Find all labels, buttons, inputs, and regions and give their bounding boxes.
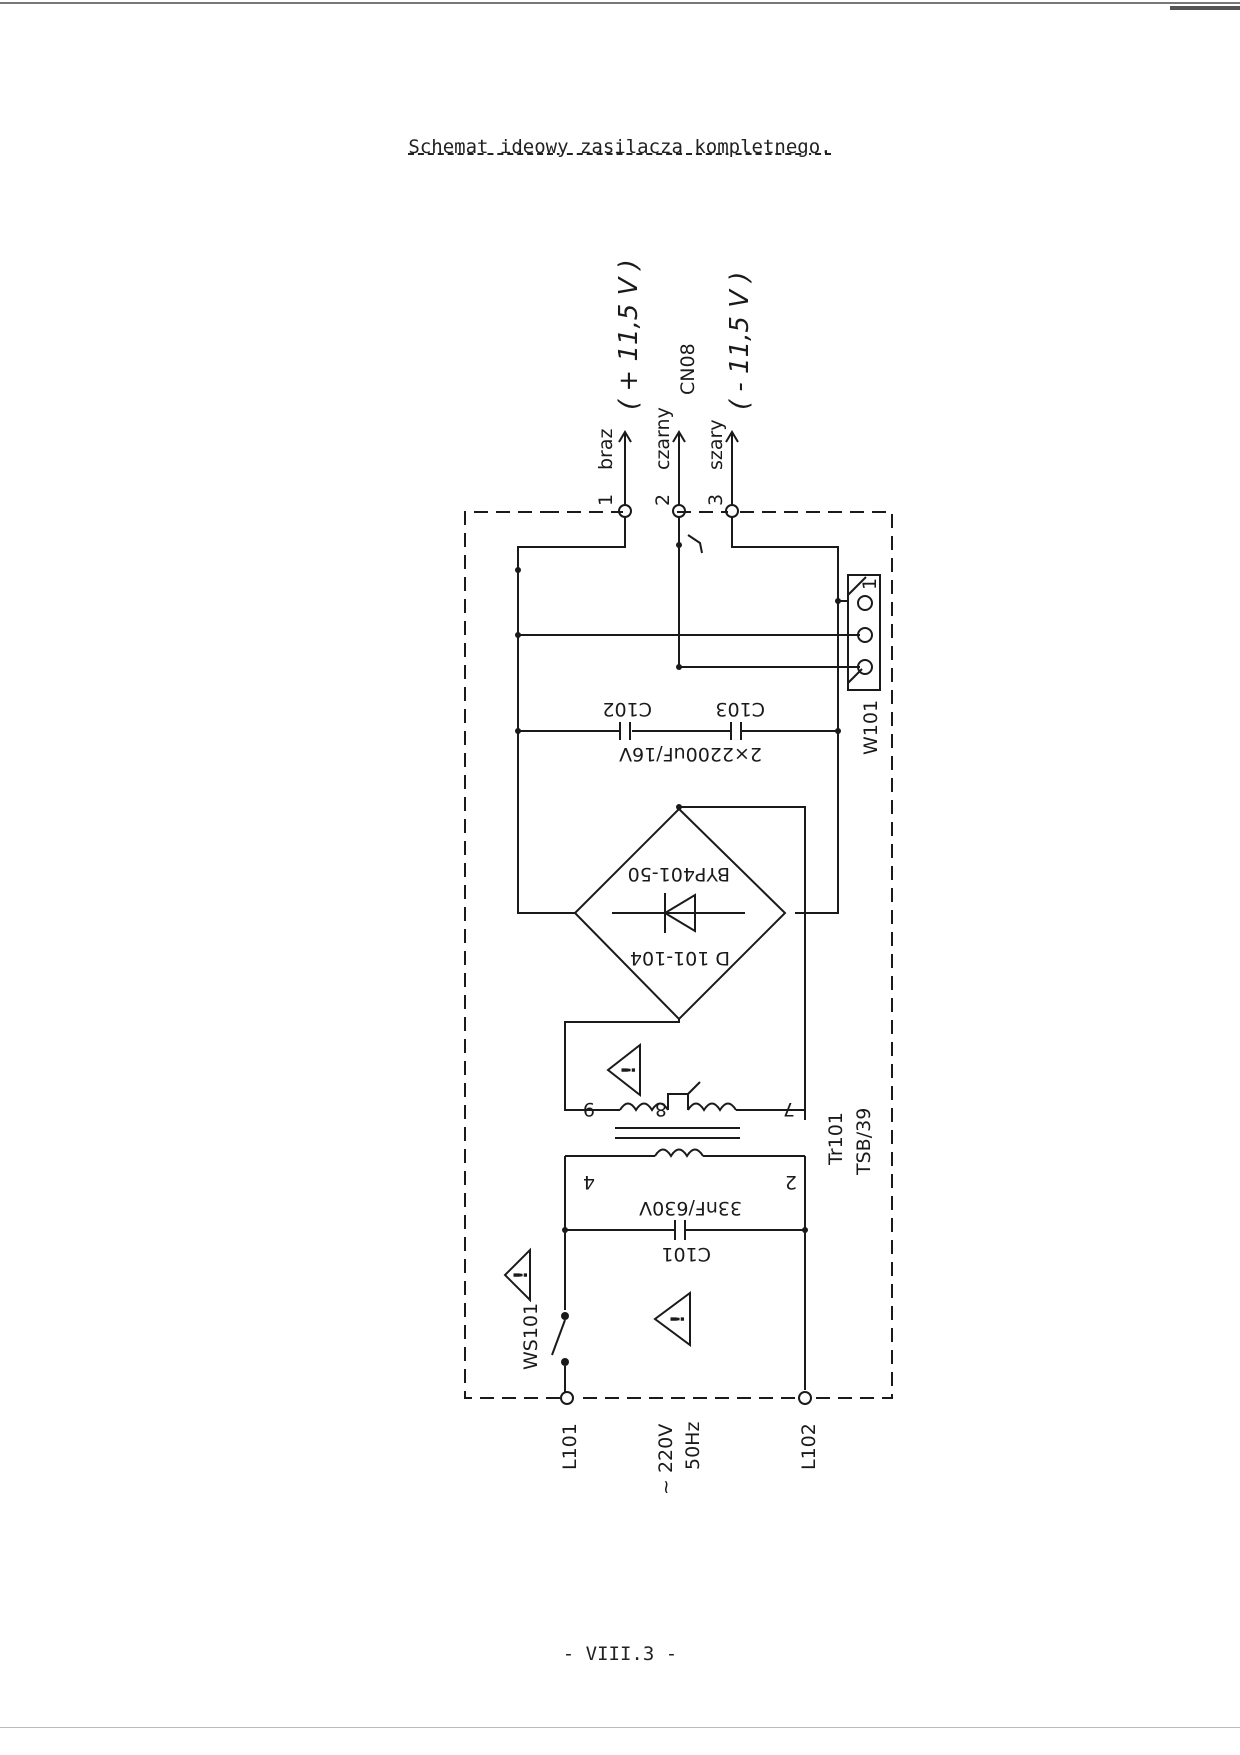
page-title: Schemat ideowy zasilacza kompletnego. xyxy=(408,136,832,158)
transformer-pin-8: 8 xyxy=(655,1098,667,1120)
warning-icon: ! xyxy=(503,1247,532,1303)
svg-text:!: ! xyxy=(510,1271,532,1280)
transformer-label: Tr101 xyxy=(825,1112,847,1166)
capacitor-c102-c103-value: 2×2200uF/16V xyxy=(619,743,762,765)
output-color-grey-label: szary xyxy=(705,419,727,470)
output-voltage-positive-label: ( + 11,5 V ) xyxy=(614,259,644,410)
bridge-rectifier xyxy=(564,806,806,1120)
bridge-rectifier-label: BYP401-50 xyxy=(628,863,730,885)
output-wiring xyxy=(517,517,860,914)
input-terminal-l102 xyxy=(798,1391,812,1405)
warning-icon: ! xyxy=(606,1042,641,1098)
capacitor-c101-label: C101 xyxy=(661,1243,711,1265)
connector-w101-label: W101 xyxy=(860,700,882,755)
transformer-type-label: TSB/39 xyxy=(853,1108,875,1176)
input-frequency-label: 50Hz xyxy=(682,1422,704,1470)
power-switch-ws101 xyxy=(551,1312,569,1392)
capacitor-c103 xyxy=(730,722,742,740)
connector-w101 xyxy=(847,574,881,691)
capacitor-c102-label: C102 xyxy=(602,698,652,720)
output-pin-3-label: 3 xyxy=(705,494,727,506)
capacitor-c103-label: C103 xyxy=(715,698,765,720)
output-voltage-negative-label: ( - 11,5 V ) xyxy=(725,272,755,410)
output-color-brown-label: braz xyxy=(595,428,617,470)
input-l101-label: L101 xyxy=(559,1423,581,1470)
capacitor-c101-value: 33nF/630V xyxy=(639,1197,742,1219)
enclosure-dashed-box xyxy=(464,511,893,1399)
svg-text:!: ! xyxy=(618,1066,640,1075)
junction-dots xyxy=(515,542,841,810)
output-cn08-label: CN08 xyxy=(677,343,699,395)
transformer-pin-4: 4 xyxy=(583,1171,595,1193)
primary-wiring xyxy=(562,1227,808,1390)
page-number: - VIII.3 - xyxy=(562,1643,678,1665)
output-pin-1-label: 1 xyxy=(595,494,617,506)
ground-mark xyxy=(687,534,703,554)
input-voltage-label: ~ 220V xyxy=(655,1424,677,1495)
top-border-mark xyxy=(1170,6,1240,10)
diodes-label: D 101-104 xyxy=(630,947,730,969)
output-arrows xyxy=(618,430,739,505)
connector-w101-pin-label: 1 xyxy=(859,578,881,590)
transformer-pin-2: 2 xyxy=(785,1171,797,1193)
bottom-border-line xyxy=(0,1727,1240,1728)
input-l102-label: L102 xyxy=(798,1423,820,1470)
switch-ws101-label: WS101 xyxy=(520,1303,542,1370)
transformer-pin-7: 7 xyxy=(783,1098,795,1120)
transformer-tr101 xyxy=(564,1022,806,1230)
svg-text:!: ! xyxy=(667,1315,689,1324)
transformer-pin-9: 9 xyxy=(583,1098,595,1120)
input-terminal-l101 xyxy=(560,1391,574,1405)
output-pin-2-label: 2 xyxy=(652,494,674,506)
capacitor-c102 xyxy=(619,722,631,740)
warning-icon: ! xyxy=(653,1291,691,1347)
output-color-black-label: czarny xyxy=(652,407,674,470)
capacitor-c101 xyxy=(674,1220,686,1240)
top-border-line xyxy=(0,2,1240,4)
